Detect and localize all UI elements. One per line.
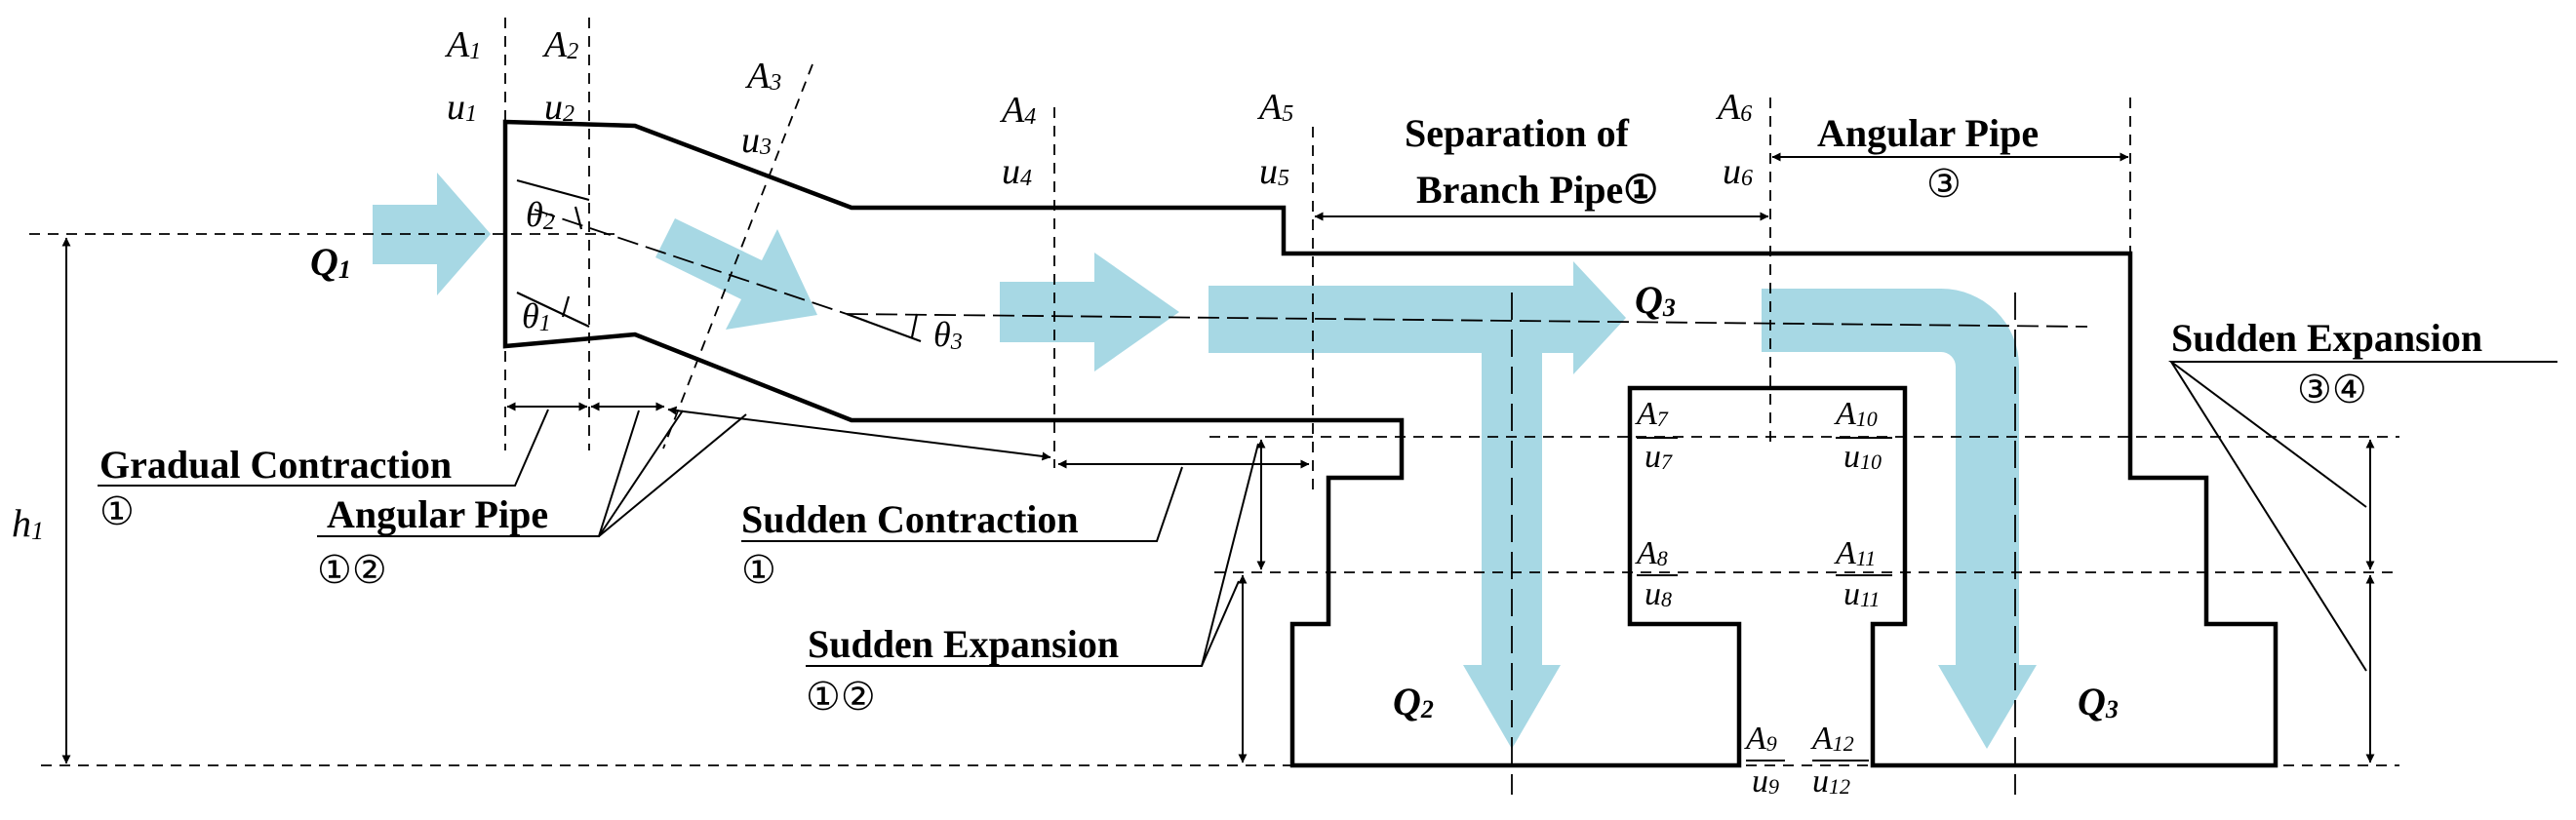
gradual-contraction-label: Gradual Contraction — [99, 443, 452, 487]
upper-wall — [502, 119, 2279, 768]
tilted-centerline — [534, 209, 848, 315]
h1-label: h1 — [12, 501, 44, 545]
centerline-q3 — [846, 313, 2088, 328]
velocity-u7-label: u7 — [1645, 439, 1673, 475]
theta1-ref — [516, 292, 590, 328]
velocity-u9-label: u9 — [1752, 763, 1779, 800]
contraction-flow-arrow — [655, 218, 817, 330]
section-a7-label: A7 — [1635, 396, 1669, 432]
theta2-arc — [574, 206, 583, 230]
sudden-contraction-label: Sudden Contraction — [741, 497, 1079, 541]
velocity-u3-label: u3 — [741, 120, 772, 161]
straight-flow-arrow — [1000, 253, 1179, 371]
theta1-label: θ1 — [522, 296, 551, 336]
centerlines — [534, 209, 2088, 795]
leader-sudden-contraction — [741, 466, 1183, 542]
theta2-label: θ2 — [526, 195, 555, 235]
leader-angular-pipe-left-c — [598, 413, 747, 537]
branch-main-flow-arrow — [1209, 261, 1626, 374]
velocity-u2-label: u2 — [544, 87, 575, 128]
q3-top-label: Q3 — [1635, 278, 1676, 322]
angular-branch-flow — [1762, 289, 2019, 665]
leader-lines — [98, 361, 2557, 672]
angular-pipe-left-number: ①② — [317, 548, 387, 592]
leader-gradual-contraction — [98, 409, 549, 487]
velocity-u12-label: u12 — [1812, 763, 1850, 800]
velocity-u1-label: u1 — [447, 87, 477, 128]
section-a4-label: A4 — [999, 90, 1036, 131]
section-a10-label: A10 — [1834, 396, 1878, 432]
sudden-expansion-left-number: ①② — [806, 675, 876, 719]
sudden-expansion-left-label: Sudden Expansion — [808, 622, 1119, 666]
dimension-arrows — [61, 152, 2375, 764]
theta3-ref — [846, 312, 922, 343]
inlet-flow-arrow — [373, 173, 491, 295]
section-a5-label: A5 — [1256, 87, 1293, 128]
section-a11-label: A11 — [1834, 535, 1876, 571]
sudden-expansion-right-number: ③④ — [2297, 368, 2367, 411]
separation-label-line1: Separation of — [1405, 111, 1630, 155]
velocity-u11-label: u11 — [1843, 576, 1880, 612]
dashed-lines — [29, 18, 2399, 766]
q2-label: Q2 — [1393, 680, 1434, 723]
leader-angular-pipe-left-b — [598, 410, 684, 537]
label-underlines — [1637, 437, 1892, 761]
section-a6-label: A6 — [1715, 87, 1752, 128]
separation-label-line2: Branch Pipe① — [1416, 168, 1658, 212]
section-line-a3 — [662, 63, 813, 449]
sudden-contraction-number: ① — [741, 548, 776, 592]
section-a3-label: A3 — [744, 56, 781, 97]
angular-pipe-dim-b — [667, 406, 1051, 461]
section-a9-label: A9 — [1744, 721, 1777, 757]
velocity-u4-label: u4 — [1002, 151, 1032, 192]
angular-pipe-right-number: ③ — [1926, 162, 1962, 206]
sudden-expansion-right-label: Sudden Expansion — [2171, 316, 2482, 360]
q1-label: Q1 — [310, 240, 351, 284]
branch-stem — [1482, 353, 1542, 665]
section-a8-label: A8 — [1635, 535, 1668, 571]
flow-arrows — [373, 173, 2037, 749]
theta3-label: θ3 — [933, 315, 963, 355]
velocity-u8-label: u8 — [1645, 576, 1672, 612]
section-a1-label: A1 — [444, 24, 481, 65]
section-a2-label: A2 — [541, 24, 578, 65]
pipe-walls — [502, 119, 2279, 768]
gradual-contraction-number: ① — [99, 489, 135, 533]
theta2-ref — [516, 178, 590, 202]
angular-pipe-right-label: Angular Pipe — [1817, 111, 2039, 155]
section-a12-label: A12 — [1810, 721, 1854, 757]
q3-down-arrow — [1938, 665, 2037, 749]
leader-sudden-expansion-right-b — [2170, 361, 2367, 672]
theta3-arc — [910, 313, 919, 338]
leader-sudden-expansion-left-b — [1201, 580, 1240, 667]
velocity-u6-label: u6 — [1723, 151, 1753, 192]
velocity-u10-label: u10 — [1843, 439, 1882, 475]
labels: A1 u1 A2 u2 A3 u3 A4 u4 A5 u5 A6 u6 A7 u… — [12, 24, 2482, 800]
velocity-u5-label: u5 — [1259, 151, 1289, 192]
theta1-arc — [561, 295, 571, 318]
angle-marks — [516, 178, 922, 343]
q3-bottom-label: Q3 — [2078, 680, 2119, 723]
angular-pipe-left-label: Angular Pipe — [327, 492, 548, 536]
